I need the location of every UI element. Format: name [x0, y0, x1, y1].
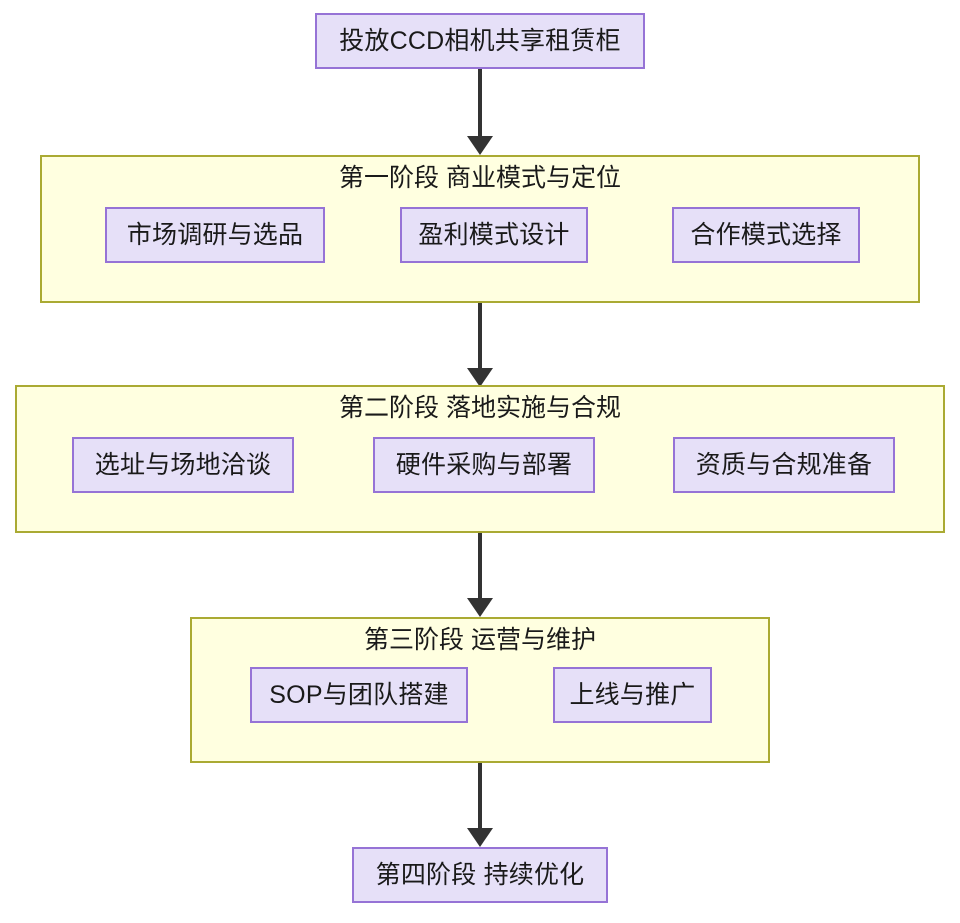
stage-1-item-2-label: 盈利模式设计	[418, 220, 570, 249]
node-top-entry-label: 投放CCD相机共享租赁柜	[339, 26, 621, 55]
arrow-shaft	[478, 69, 482, 136]
stage-1-item-3-label: 合作模式选择	[690, 220, 842, 249]
arrow-head	[467, 598, 493, 617]
arrow-head	[467, 368, 493, 387]
stage-3-title: 第三阶段 运营与维护	[364, 626, 596, 654]
arrow-stage3-to-final	[467, 763, 493, 847]
node-final-stage[interactable]: 第四阶段 持续优化	[352, 847, 608, 903]
arrow-head	[467, 828, 493, 847]
stage-3-item-1-label: SOP与团队搭建	[269, 680, 449, 709]
arrow-head	[467, 136, 493, 155]
arrow-shaft	[478, 763, 482, 828]
stage-1-title: 第一阶段 商业模式与定位	[339, 164, 621, 192]
stage-1-item-3[interactable]: 合作模式选择	[672, 207, 860, 263]
arrow-stage1-to-stage2	[467, 303, 493, 387]
stage-3-item-1[interactable]: SOP与团队搭建	[250, 667, 468, 723]
stage-3-item-2[interactable]: 上线与推广	[553, 667, 712, 723]
node-final-stage-label: 第四阶段 持续优化	[375, 860, 585, 889]
stage-2-title: 第二阶段 落地实施与合规	[339, 394, 621, 422]
stage-1-item-2[interactable]: 盈利模式设计	[400, 207, 588, 263]
stage-3-item-2-label: 上线与推广	[569, 680, 696, 709]
arrow-entry-to-stage1	[467, 69, 493, 155]
stage-container-3: 第三阶段 运营与维护 SOP与团队搭建 上线与推广	[190, 617, 770, 763]
node-top-entry[interactable]: 投放CCD相机共享租赁柜	[315, 13, 645, 69]
stage-container-1: 第一阶段 商业模式与定位 市场调研与选品 盈利模式设计 合作模式选择	[40, 155, 920, 303]
stage-2-item-2[interactable]: 硬件采购与部署	[373, 437, 595, 493]
stage-2-item-2-label: 硬件采购与部署	[395, 450, 573, 479]
stage-2-item-3[interactable]: 资质与合规准备	[673, 437, 895, 493]
stage-2-item-1-label: 选址与场地洽谈	[94, 450, 272, 479]
stage-container-2: 第二阶段 落地实施与合规 选址与场地洽谈 硬件采购与部署 资质与合规准备	[15, 385, 945, 533]
arrow-shaft	[478, 533, 482, 598]
stage-1-item-1[interactable]: 市场调研与选品	[105, 207, 325, 263]
arrow-shaft	[478, 303, 482, 368]
stage-2-item-1[interactable]: 选址与场地洽谈	[72, 437, 294, 493]
stage-1-item-1-label: 市场调研与选品	[126, 220, 304, 249]
arrow-stage2-to-stage3	[467, 533, 493, 617]
stage-2-item-3-label: 资质与合规准备	[695, 450, 873, 479]
